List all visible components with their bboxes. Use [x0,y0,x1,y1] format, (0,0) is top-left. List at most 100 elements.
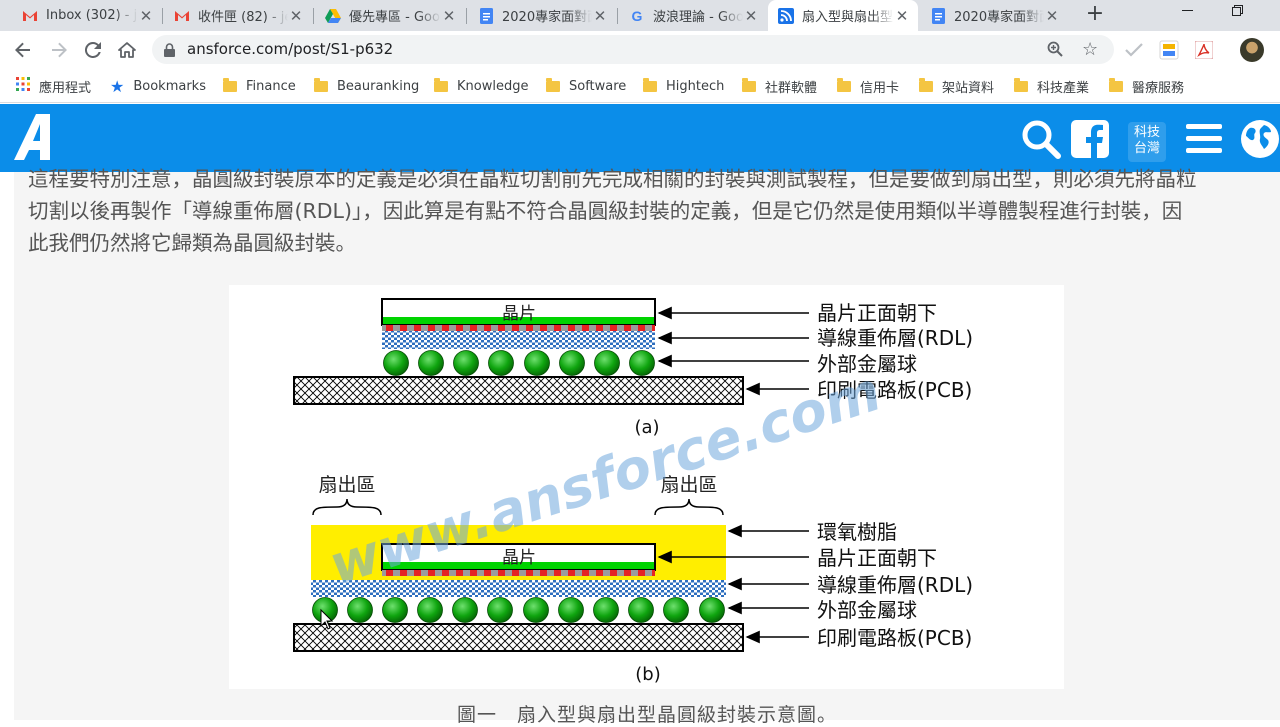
gmail-icon [22,8,38,24]
package-diagram-figure: 晶片 [229,285,1064,689]
new-tab-button[interactable]: + [1085,1,1105,26]
gmail-icon [174,8,190,24]
tab-title: 收件匣 (82) - jerry [198,10,288,25]
folder-icon [643,77,657,92]
bookmark-medical[interactable]: 醫療服務 [1109,76,1184,96]
paragraph-line: 切割以後再製作「導線重佈層(RDL)」，因此算是有點不符合晶圓級封裝的定義，但是… [28,199,1183,223]
tab-article-active[interactable]: 扇入型與扇出型 ✕ [768,0,918,31]
bookmark-bookmarks[interactable]: ★ Bookmarks [110,76,206,96]
subcaption-a: (a) [634,417,659,438]
close-icon[interactable]: ✕ [744,6,758,25]
tab-title: 優先專區 - Google [349,10,441,25]
facebook-icon[interactable] [1071,120,1109,162]
folder-icon [1109,77,1123,92]
label-pcb: 印刷電路板(PCB) [817,378,972,402]
site-logo[interactable]: A [12,112,56,166]
label-solder-balls: 外部金屬球 [817,352,917,376]
label-chip-face-down: 晶片正面朝下 [817,546,937,570]
pdf-extension-icon[interactable] [1194,40,1214,60]
bookmark-apps[interactable]: 應用程式 [16,76,91,96]
pcb [293,623,744,652]
bookmark-beauranking[interactable]: Beauranking [314,76,419,96]
chip-active-face [383,562,654,569]
chip-active-face [383,317,654,324]
close-icon[interactable]: ✕ [593,6,607,25]
tab-google[interactable]: G 波浪理論 - Google ✕ [619,0,767,31]
star-icon: ★ [110,76,125,96]
fan-in-diagram: 晶片 [293,298,973,438]
folder-icon [742,77,756,92]
tab-title: Inbox (302) - jerry [46,8,138,23]
bookmark-knowledge[interactable]: Knowledge [434,76,528,96]
folder-icon [546,77,560,92]
bookmark-software[interactable]: Software [546,76,626,96]
close-icon[interactable]: ✕ [139,6,153,25]
lock-icon[interactable] [164,42,175,61]
paragraph-line: 此我們仍然將它歸類為晶圓級封裝。 [28,231,356,255]
bookmark-credit-card[interactable]: 信用卡 [837,76,899,96]
folder-icon [837,77,851,92]
zoom-icon[interactable] [1047,41,1063,61]
search-icon[interactable] [1020,118,1062,164]
home-icon[interactable] [113,36,141,64]
rdl-layer [382,331,655,349]
restore-icon[interactable] [1214,0,1260,31]
paragraph-line: 這程要特別注意，晶圓級封裝原本的定義是必須在晶粒切割前先完成相關的封裝與測試製程… [28,167,1197,191]
bookmark-hightech[interactable]: Hightech [643,76,724,96]
tab-docs-2[interactable]: 2020專家面對面 ✕ [920,0,1068,31]
bookmark-star-icon[interactable]: ☆ [1082,39,1099,60]
fan-out-diagram: 扇出區 扇出區 晶片 [293,474,973,685]
svg-text:G: G [632,8,643,24]
tab-title: 扇入型與扇出型 [802,10,894,25]
docs-icon [930,7,946,24]
minimize-icon[interactable] [1164,0,1210,31]
tab-drive[interactable]: 優先專區 - Google ✕ [315,0,465,31]
close-icon[interactable]: ✕ [895,6,909,25]
tab-separator [617,8,618,24]
region-badge-line: 台灣 [1133,141,1160,156]
bookmark-site-building[interactable]: 架站資料 [919,76,994,96]
article-paragraph: 這程要特別注意，晶圓級封裝原本的定義是必須在晶粒切割前先完成相關的封裝與測試製程… [28,163,1268,259]
bookmark-finance[interactable]: Finance [223,76,296,96]
bookmark-label: Beauranking [337,78,420,94]
solder-balls [312,597,725,623]
drive-icon [325,8,341,24]
article-content: 這程要特別注意，晶圓級封裝原本的定義是必須在晶粒切割前先完成相關的封裝與測試製程… [14,167,1280,726]
globe-icon[interactable] [1240,119,1280,163]
region-badge[interactable]: 科技 台灣 [1128,122,1166,162]
close-icon[interactable]: ✕ [289,6,303,25]
tab-inbox[interactable]: Inbox (302) - jerry ✕ [12,0,162,31]
profile-avatar[interactable] [1240,38,1264,62]
tab-inbox-zh[interactable]: 收件匣 (82) - jerry ✕ [164,0,312,31]
apps-grid-icon [16,77,30,95]
label-epoxy: 環氧樹脂 [817,520,897,544]
close-icon[interactable]: ✕ [442,6,456,25]
label-pcb: 印刷電路板(PCB) [817,626,972,650]
reload-icon[interactable] [79,36,107,64]
forward-icon[interactable] [45,36,73,64]
region-badge-line: 科技 [1133,125,1160,140]
google-icon: G [629,8,645,24]
address-bar[interactable]: ansforce.com/post/S1-p632 ☆ [152,35,1114,64]
back-icon[interactable] [9,36,37,64]
bookmark-label: Software [569,78,627,94]
check-extension-icon[interactable] [1124,40,1144,60]
browser-toolbar: ansforce.com/post/S1-p632 ☆ [0,31,1280,68]
package-diagram: 晶片 [293,298,973,685]
url-text[interactable]: ansforce.com/post/S1-p632 [187,40,394,58]
bookmark-social[interactable]: 社群軟體 [742,76,817,96]
tab-title: 2020專家面對面 [502,10,592,25]
bookmark-tech-industry[interactable]: 科技產業 [1014,76,1089,96]
bookmark-label: 社群軟體 [765,80,818,96]
close-icon[interactable]: ✕ [1045,6,1059,25]
tab-title: 2020專家面對面 [954,10,1044,25]
tab-separator [466,8,467,24]
bookmark-label: Finance [246,78,296,94]
smart-extension-icon[interactable] [1159,40,1179,60]
svg-text:A: A [12,112,13,113]
tab-title: 波浪理論 - Google [653,10,743,25]
tab-docs-1[interactable]: 2020專家面對面 ✕ [468,0,616,31]
brace-left [312,498,382,516]
menu-icon[interactable] [1186,124,1222,158]
bookmark-label: 應用程式 [39,80,92,96]
